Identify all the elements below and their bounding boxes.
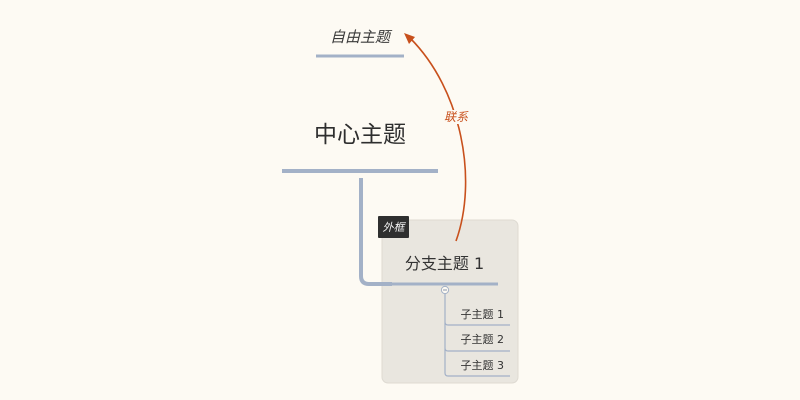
subtopic-3[interactable]: 子主题 3	[460, 359, 505, 372]
boundary-frame[interactable]	[381, 219, 519, 384]
free-topic[interactable]: 自由主题	[329, 28, 390, 46]
subtopic-connector-tree	[444, 292, 510, 377]
branch-topic[interactable]: 分支主题 1	[404, 254, 485, 273]
central-topic[interactable]: 中心主题	[314, 122, 406, 148]
subtopic-2[interactable]: 子主题 2	[460, 333, 505, 346]
boundary-label[interactable]: 外框	[378, 216, 409, 238]
relationship-arrow-icon	[404, 33, 415, 44]
minus-icon[interactable]	[440, 285, 450, 295]
subtopic-1[interactable]: 子主题 1	[460, 308, 505, 321]
relationship-label[interactable]: 联系	[440, 110, 472, 124]
central-to-branch-connector	[359, 178, 392, 286]
relationship-line[interactable]	[409, 37, 467, 242]
